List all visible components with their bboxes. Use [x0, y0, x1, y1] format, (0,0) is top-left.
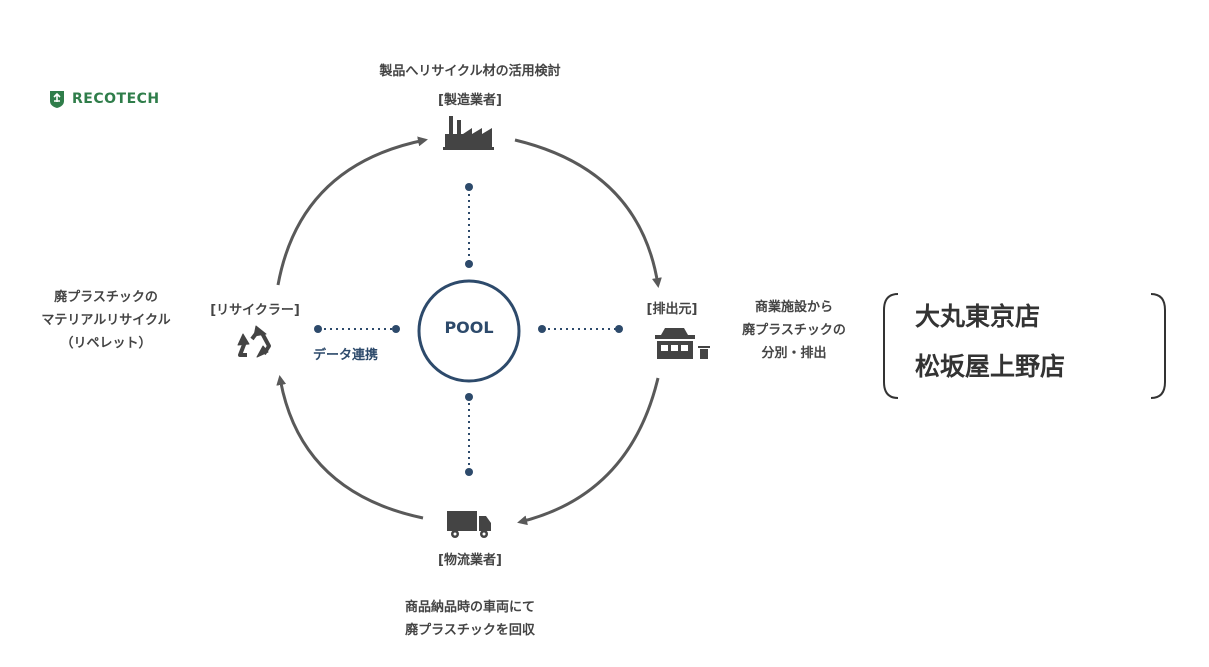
- arrow-recycler-to-manufacturer: [276, 136, 428, 286]
- logistics-description: 商品納品時の車両にて 廃プラスチックを回収: [350, 596, 590, 642]
- recycler-desc-line: 廃プラスチックの: [54, 290, 158, 305]
- source-desc-line: 廃プラスチックの: [742, 323, 846, 338]
- source-desc-line: 分別・排出: [761, 346, 827, 361]
- recotech-logo: RECOTECH: [48, 89, 160, 109]
- logo-text: RECOTECH: [72, 91, 160, 107]
- recycler-description: 廃プラスチックの マテリアルリサイクル （リペレット）: [22, 286, 190, 355]
- logistics-label: [物流業者]: [438, 553, 502, 568]
- manufacturer-description: 製品へリサイクル材の活用検討: [379, 64, 561, 79]
- pool-circle: [417, 279, 521, 383]
- arrow-source-to-logistics: [517, 377, 660, 526]
- recycler-label: [リサイクラー]: [210, 303, 300, 318]
- pool-label: POOL: [444, 318, 494, 337]
- data-link-top: [465, 183, 473, 268]
- source-description: 商業施設から 廃プラスチックの 分別・排出: [724, 296, 864, 365]
- store-name: 大丸東京店: [915, 302, 1041, 331]
- recycler-desc-line: （リペレット）: [60, 336, 152, 351]
- arrow-logistics-to-recycler: [276, 375, 424, 520]
- arrow-manufacturer-to-source: [514, 138, 662, 288]
- store-list: 大丸東京店 松坂屋上野店: [915, 292, 1065, 392]
- data-link-left: [314, 325, 400, 333]
- manufacturer-label: [製造業者]: [438, 93, 502, 108]
- logistics-desc-line: 商品納品時の車両にて: [404, 600, 535, 615]
- bracket-right: [1150, 293, 1166, 399]
- data-link-bottom: [465, 393, 473, 476]
- store-trash-icon: [655, 328, 710, 359]
- source-desc-line: 商業施設から: [754, 300, 833, 315]
- recycle-shield-icon: [50, 91, 64, 108]
- source-label: [排出元]: [646, 302, 698, 317]
- recycler-desc-line: マテリアルリサイクル: [41, 313, 171, 328]
- factory-icon: [443, 116, 494, 150]
- data-link-right: [538, 325, 623, 333]
- store-name: 松坂屋上野店: [915, 352, 1066, 381]
- logistics-desc-line: 廃プラスチックを回収: [405, 623, 535, 638]
- truck-icon: [447, 511, 491, 538]
- bracket-left: [883, 293, 899, 399]
- data-link-label: データ連携: [313, 348, 379, 363]
- recycle-icon: [237, 325, 271, 358]
